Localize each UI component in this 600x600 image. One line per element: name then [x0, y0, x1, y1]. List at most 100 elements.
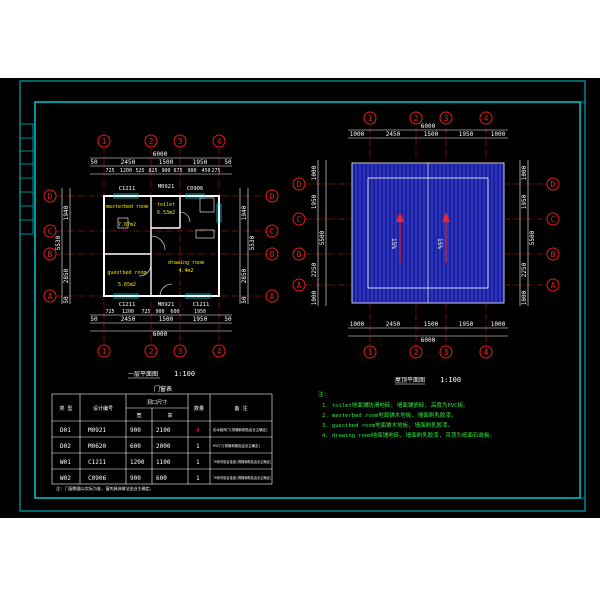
cell-type: W02	[60, 475, 71, 482]
room-guestbed-area: 5.65m2	[118, 282, 136, 288]
floor-plan-doors	[138, 211, 191, 297]
roof-plan: 15% 15%	[292, 111, 560, 385]
header-opening: 洞口尺寸	[147, 399, 167, 406]
note-item: 1. toilet地面铺防滑地砖, 墙面铺瓷砖, 高度为PVC板。	[322, 401, 468, 409]
grid-label-3-bottom: 3	[178, 347, 183, 356]
dim-top-inner-6: 675	[173, 168, 182, 174]
floor-plan-tags: C1211 C0906 C1211 M0921 C1211 M0921	[119, 184, 210, 308]
cell-height: 1100	[156, 459, 171, 466]
cell-code: M0620	[88, 443, 106, 450]
room-guestbed-name: guestbed room	[107, 270, 146, 276]
roof-grid-label-C-right: C	[551, 215, 556, 224]
dim-right-4: 50	[241, 296, 248, 304]
left-title-strip	[19, 123, 34, 235]
cell-type: W01	[60, 459, 71, 466]
roof-dim-bottom-5: 1000	[491, 321, 506, 328]
roof-plan-bottom-dimensions: 1000 2450 1500 1950 1000 6000	[350, 321, 506, 344]
roof-plan-grid-bubbles-right: D C B A	[546, 177, 560, 292]
room-drawing-name: drawing room	[168, 260, 204, 266]
dim-bottom-inner-2: 1200	[122, 309, 134, 315]
cell-code: C0906	[88, 475, 106, 482]
roof-tile-lines	[355, 164, 501, 302]
roof-grid-label-4: 4	[484, 114, 489, 123]
grid-label-2: 2	[149, 137, 154, 146]
floor-plan-title: 一层平面图	[128, 371, 158, 378]
roof-grid-label-D-right: D	[551, 180, 556, 189]
dim-top-outer-1: 50	[90, 159, 98, 166]
grid-label-B-right: B	[270, 250, 275, 259]
tag-c1211-bottom: C1211	[119, 302, 136, 308]
roof-plan-scale: 1:100	[440, 376, 461, 384]
cell-code: C1211	[88, 459, 106, 466]
header-width: 宽	[136, 412, 141, 419]
roof-plan-dimension-lines	[317, 129, 529, 337]
dim-left-2: 5530	[55, 235, 62, 250]
cell-qty: 1	[196, 443, 200, 450]
tag-c0906: C0906	[187, 186, 204, 192]
table-grid	[51, 393, 273, 485]
cell-note: PVC门(规格和颜色由业主确定)	[213, 443, 261, 448]
roof-slope-arrow-left	[396, 212, 404, 263]
floor-plan-fixtures	[117, 197, 215, 239]
grid-label-2-bottom: 2	[149, 347, 154, 356]
roof-dim-right-4: 2250	[521, 262, 528, 277]
room-masterbed-area: 7.07m2	[118, 222, 136, 228]
floor-plan-grid-bubbles-top: 1 2 3 4	[97, 134, 226, 148]
table-headers: 类 型 设计编号 洞口尺寸 宽 高 数量 备 注	[59, 399, 247, 419]
roof-grid-label-1-bottom: 1	[368, 348, 373, 357]
roof-plan-grid-bubbles-top: 1 2 3 4	[363, 111, 493, 125]
dim-bottom-inner-1: 725	[105, 309, 114, 315]
roof-dim-top-1: 1000	[350, 131, 365, 138]
cell-qty: 1	[196, 475, 200, 482]
roof-dim-left-1: 1000	[311, 165, 318, 180]
dim-top-inner-8: 450	[201, 168, 210, 174]
cell-type: D01	[60, 427, 71, 434]
floor-plan-bottom-dimensions: 725 1200 725 900 600 1950 50 2450 1500 1…	[90, 309, 232, 338]
floor-plan-windows	[113, 193, 222, 299]
dim-top-inner-3: 525	[135, 168, 144, 174]
floor-plan-top-dimensions: 6000 50 2450 1500 1950 50 725 1200 525 8…	[90, 151, 232, 174]
grid-label-A-right: A	[270, 292, 275, 301]
grid-label-A: A	[48, 292, 53, 301]
roof-dim-top-4: 1950	[459, 131, 474, 138]
header-note: 备 注	[234, 405, 247, 412]
notes-heading: 注:	[318, 390, 327, 398]
floor-plan-scale: 1:100	[174, 370, 195, 378]
dim-right-1: 1940	[241, 205, 248, 220]
dim-top-outer-5: 50	[224, 159, 232, 166]
dim-top-inner-7: 900	[187, 168, 196, 174]
cell-qty: 1	[196, 459, 200, 466]
table-row: W02 C0906 900 600 1 70系列铝合金窗(规格和颜色由业主确定)	[60, 475, 272, 482]
floor-plan-room-labels: masterbed room 7.07m2 toilet 6.53m2 gues…	[106, 202, 204, 288]
dim-total-bottom: 6000	[153, 331, 168, 338]
dim-top-inner-5: 900	[161, 168, 170, 174]
roof-grid-label-A: A	[297, 281, 302, 290]
roof-dim-bottom-3: 1500	[424, 321, 439, 328]
cell-height: 600	[156, 475, 167, 482]
note-item: 2. masterbed room地面铺木地板, 墙面刷乳胶漆。	[322, 411, 456, 419]
roof-grid-label-D: D	[297, 180, 302, 189]
roof-grid-label-4-bottom: 4	[484, 348, 489, 357]
cell-height: 2100	[156, 427, 171, 434]
grid-label-C: C	[48, 227, 53, 236]
floor-plan-side-dimensions: 1940 5530 2850 50 1940 5530 2850 50	[55, 205, 256, 303]
cell-width: 600	[130, 443, 141, 450]
design-notes: 注: 1. toilet地面铺防滑地砖, 墙面铺瓷砖, 高度为PVC板。 2. …	[318, 390, 495, 439]
dim-right-2: 5530	[249, 235, 256, 250]
dim-top-inner-2: 1200	[120, 168, 132, 174]
roof-dim-left-3: 5500	[319, 230, 326, 245]
dim-left-1: 1940	[63, 205, 70, 220]
room-toilet-area: 6.53m2	[157, 210, 175, 216]
cell-note: 70系列铝合金窗(规格和颜色由业主确定)	[213, 459, 272, 464]
roof-grid-label-B-right: B	[551, 250, 556, 259]
roof-dim-total-bottom: 6000	[421, 337, 436, 344]
cell-width: 1200	[130, 459, 145, 466]
dim-bottom-outer-2: 2450	[121, 316, 136, 323]
grid-label-C-right: C	[270, 227, 275, 236]
floor-plan-grid-bubbles-right: D C B A	[265, 189, 279, 303]
roof-plan-grid-bubbles-bottom: 1 2 3 4	[363, 345, 493, 359]
header-type: 类 型	[59, 405, 72, 412]
roof-grid-label-B: B	[297, 250, 302, 259]
roof-plan-grid-lines	[305, 128, 548, 354]
